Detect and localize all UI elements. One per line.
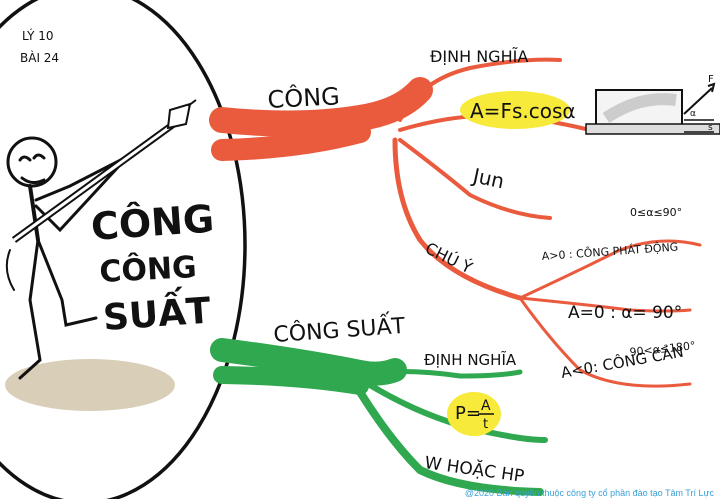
cong-unit: Jun [469, 163, 507, 193]
cong-formula: A=Fs.cosα [470, 99, 576, 123]
note-1-text: A>0 : CÔNG PHÁT ĐỘNG [541, 240, 678, 263]
cong-definition-label: ĐỊNH NGHĨA [430, 47, 528, 66]
lesson-label: BÀI 24 [20, 50, 59, 65]
note-2-text: A=0 : α= 90° [568, 303, 682, 323]
kite-icon [11, 99, 197, 243]
angle-label: α [690, 109, 696, 119]
cong-suat-formula-den: t [483, 417, 488, 432]
cong-suat-definition-label: ĐỊNH NGHĨA [424, 350, 517, 369]
note-1-condition: 0≤α≤90° [630, 206, 682, 219]
force-diagram-icon [585, 82, 720, 135]
copyright-footer: @2020 Bản quyền thuộc công ty cổ phần đà… [464, 488, 714, 498]
note-3-text: A<0: CÔNG CẢN [559, 341, 685, 382]
circle-title-line1: CÔNG [90, 196, 216, 248]
cong-suat-formula-num: A [481, 398, 491, 414]
cong-suat-title: CÔNG SUẤT [272, 311, 406, 348]
circle-title-line2: CÔNG [98, 248, 197, 290]
force-label: F [708, 74, 714, 85]
subject-label: LÝ 10 [22, 28, 54, 43]
cong-suat-formula-left: P= [455, 403, 481, 424]
displacement-label: s [708, 123, 713, 133]
cong-title: CÔNG [267, 80, 341, 114]
figure-shadow [5, 359, 175, 411]
cong-formula-highlight [460, 91, 570, 129]
cong-note-label: CHÚ Ý [422, 239, 475, 278]
cong-suat-formula-highlight [447, 392, 501, 436]
